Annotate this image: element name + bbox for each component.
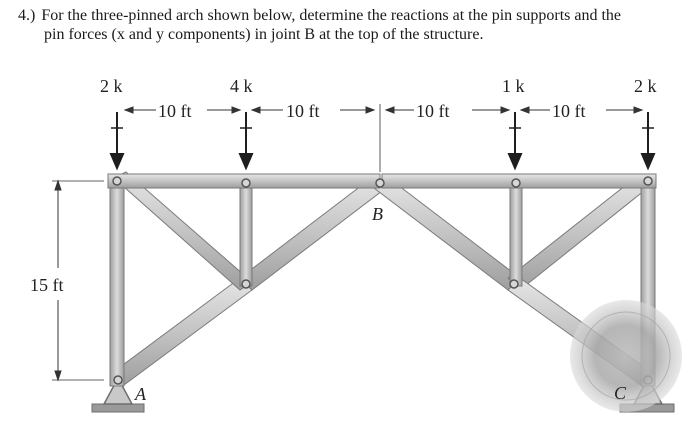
span-label-3: 10 ft xyxy=(416,101,450,121)
load-label-3: 1 k xyxy=(502,76,525,96)
load-label-1: 2 k xyxy=(100,76,123,96)
load-label-4: 2 k xyxy=(634,76,657,96)
problem-line-1: For the three-pinned arch shown below, d… xyxy=(41,7,622,24)
load-arrows xyxy=(109,112,656,171)
problem-number: 4.) xyxy=(18,7,36,24)
span-label-4: 10 ft xyxy=(552,101,586,121)
problem-statement: 4.) For the three-pinned arch shown below… xyxy=(18,6,688,44)
height-label: 15 ft xyxy=(30,275,64,295)
joint-label-b: B xyxy=(372,204,383,224)
support-a xyxy=(91,376,145,413)
click-highlight xyxy=(570,300,682,412)
joint-label-a: A xyxy=(134,384,147,404)
span-dimension-lines xyxy=(123,104,644,172)
height-dimension xyxy=(52,179,104,382)
click-highlight-ring xyxy=(581,311,671,401)
span-label-2: 10 ft xyxy=(286,101,320,121)
span-label-1: 10 ft xyxy=(158,101,192,121)
joint-label-c: C xyxy=(614,383,627,403)
load-label-2: 4 k xyxy=(230,76,253,96)
problem-line-2: pin forces (x and y components) in joint… xyxy=(44,26,484,43)
